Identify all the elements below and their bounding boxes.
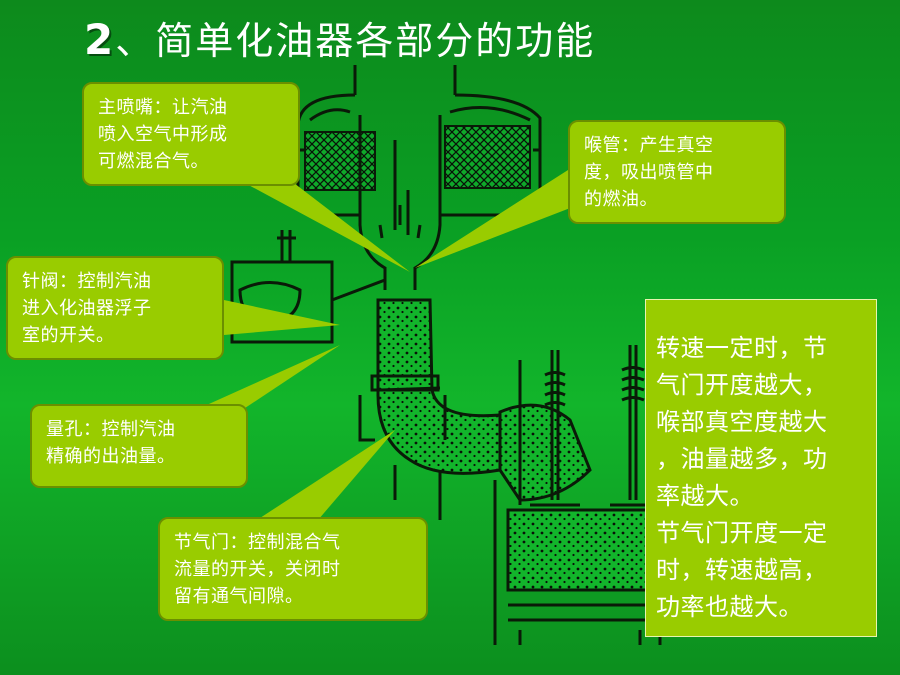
note-line: 转速一定时，节: [656, 334, 828, 362]
callout-throttle-line: 留有通气间隙。: [174, 586, 304, 607]
callout-throat: 喉管：产生真空 度，吸出喷管中 的燃油。: [568, 120, 786, 224]
mixture-channel: [376, 298, 502, 475]
throttle-body: [358, 374, 447, 520]
note-line: 喉部真空度越大: [656, 408, 828, 436]
note-line: 时，转速越高，: [656, 556, 828, 584]
callout-throttle: 节气门：控制混合气 流量的开关，关闭时 留有通气间隙。: [158, 517, 428, 621]
callout-metering-hole: 量孔：控制汽油 精确的出油量。: [30, 404, 248, 488]
note-line: 节气门开度一定: [656, 519, 828, 547]
pointer-metering-hole: [200, 345, 340, 418]
callout-main-nozzle-line: 主喷嘴：让汽油: [98, 97, 228, 118]
callout-needle-valve-line: 针阀：控制汽油: [22, 271, 152, 292]
note-line: 功率也越大。: [656, 593, 803, 621]
callout-main-nozzle-line: 喷入空气中形成: [98, 124, 228, 145]
cylinder-charge: [506, 508, 650, 592]
callout-needle-valve: 针阀：控制汽油 进入化油器浮子 室的开关。: [6, 256, 224, 360]
pointer-throttle: [260, 430, 395, 520]
note-line: ，油量越多，功: [656, 445, 828, 473]
note-line: 气门开度越大，: [656, 371, 828, 399]
callout-metering-hole-line: 精确的出油量。: [46, 446, 176, 467]
pointer-main-nozzle: [230, 175, 410, 272]
title-text: 、简单化油器各部分的功能: [115, 19, 596, 63]
right-filter-element: [444, 125, 531, 189]
callout-throat-line: 度，吸出喷管中: [584, 162, 714, 183]
title-number: 2: [84, 15, 116, 64]
callout-throat-line: 喉管：产生真空: [584, 135, 714, 156]
intake-manifold: [498, 403, 592, 502]
pointer-throat: [415, 170, 578, 268]
callout-main-nozzle: 主喷嘴：让汽油 喷入空气中形成 可燃混合气。: [82, 82, 300, 186]
callout-needle-valve-line: 进入化油器浮子: [22, 298, 152, 319]
callout-throat-line: 的燃油。: [584, 189, 658, 210]
explanation-note: 转速一定时，节 气门开度越大， 喉部真空度越大 ，油量越多，功 率越大。 节气门…: [645, 299, 877, 637]
left-filter-element: [304, 131, 376, 191]
pointer-needle-valve: [224, 300, 340, 335]
intake-valve: [530, 350, 580, 507]
callout-metering-hole-line: 量孔：控制汽油: [46, 419, 176, 440]
callout-needle-valve-line: 室的开关。: [22, 325, 115, 346]
note-line: 率越大。: [656, 482, 754, 510]
callout-throttle-line: 节气门：控制混合气: [174, 532, 341, 553]
callout-throttle-line: 流量的开关，关闭时: [174, 559, 341, 580]
slide-title: 2、简单化油器各部分的功能: [84, 12, 595, 68]
callout-main-nozzle-line: 可燃混合气。: [98, 151, 209, 172]
